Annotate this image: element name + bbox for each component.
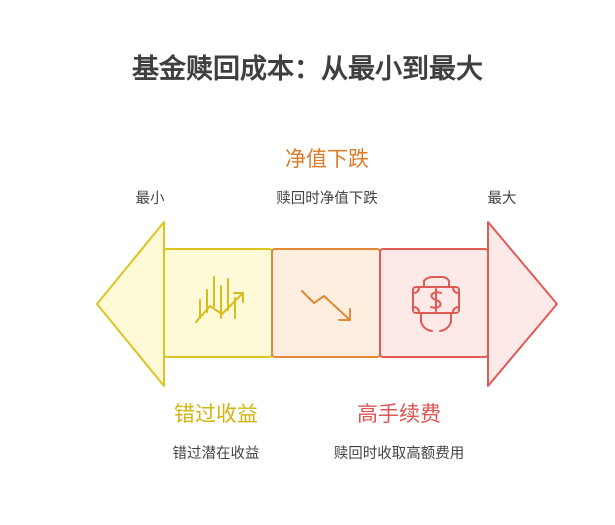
growth-chart-icon: [195, 276, 244, 323]
nav-drop-description: 赎回时净值下跌: [276, 191, 378, 207]
nav-drop-heading: 净值下跌: [285, 147, 369, 171]
downtrend-arrow-icon: [301, 290, 351, 321]
right-arrow-head: [487, 221, 558, 387]
segment-high-fees: [379, 248, 489, 358]
high-fees-heading: 高手续费: [357, 402, 441, 426]
maximum-label: 最大: [487, 191, 517, 207]
high-fees-description: 赎回时收取高额费用: [333, 446, 465, 462]
segment-missed-returns: [163, 248, 273, 358]
segment-nav-drop: [271, 248, 381, 358]
left-arrow-head: [96, 221, 165, 387]
missed-returns-description: 错过潜在收益: [172, 446, 260, 462]
diagram-title: 基金赎回成本：从最小到最大: [132, 54, 483, 85]
missed-returns-heading: 错过收益: [174, 402, 258, 426]
money-hand-icon: [412, 276, 460, 332]
minimum-label: 最小: [135, 191, 165, 207]
